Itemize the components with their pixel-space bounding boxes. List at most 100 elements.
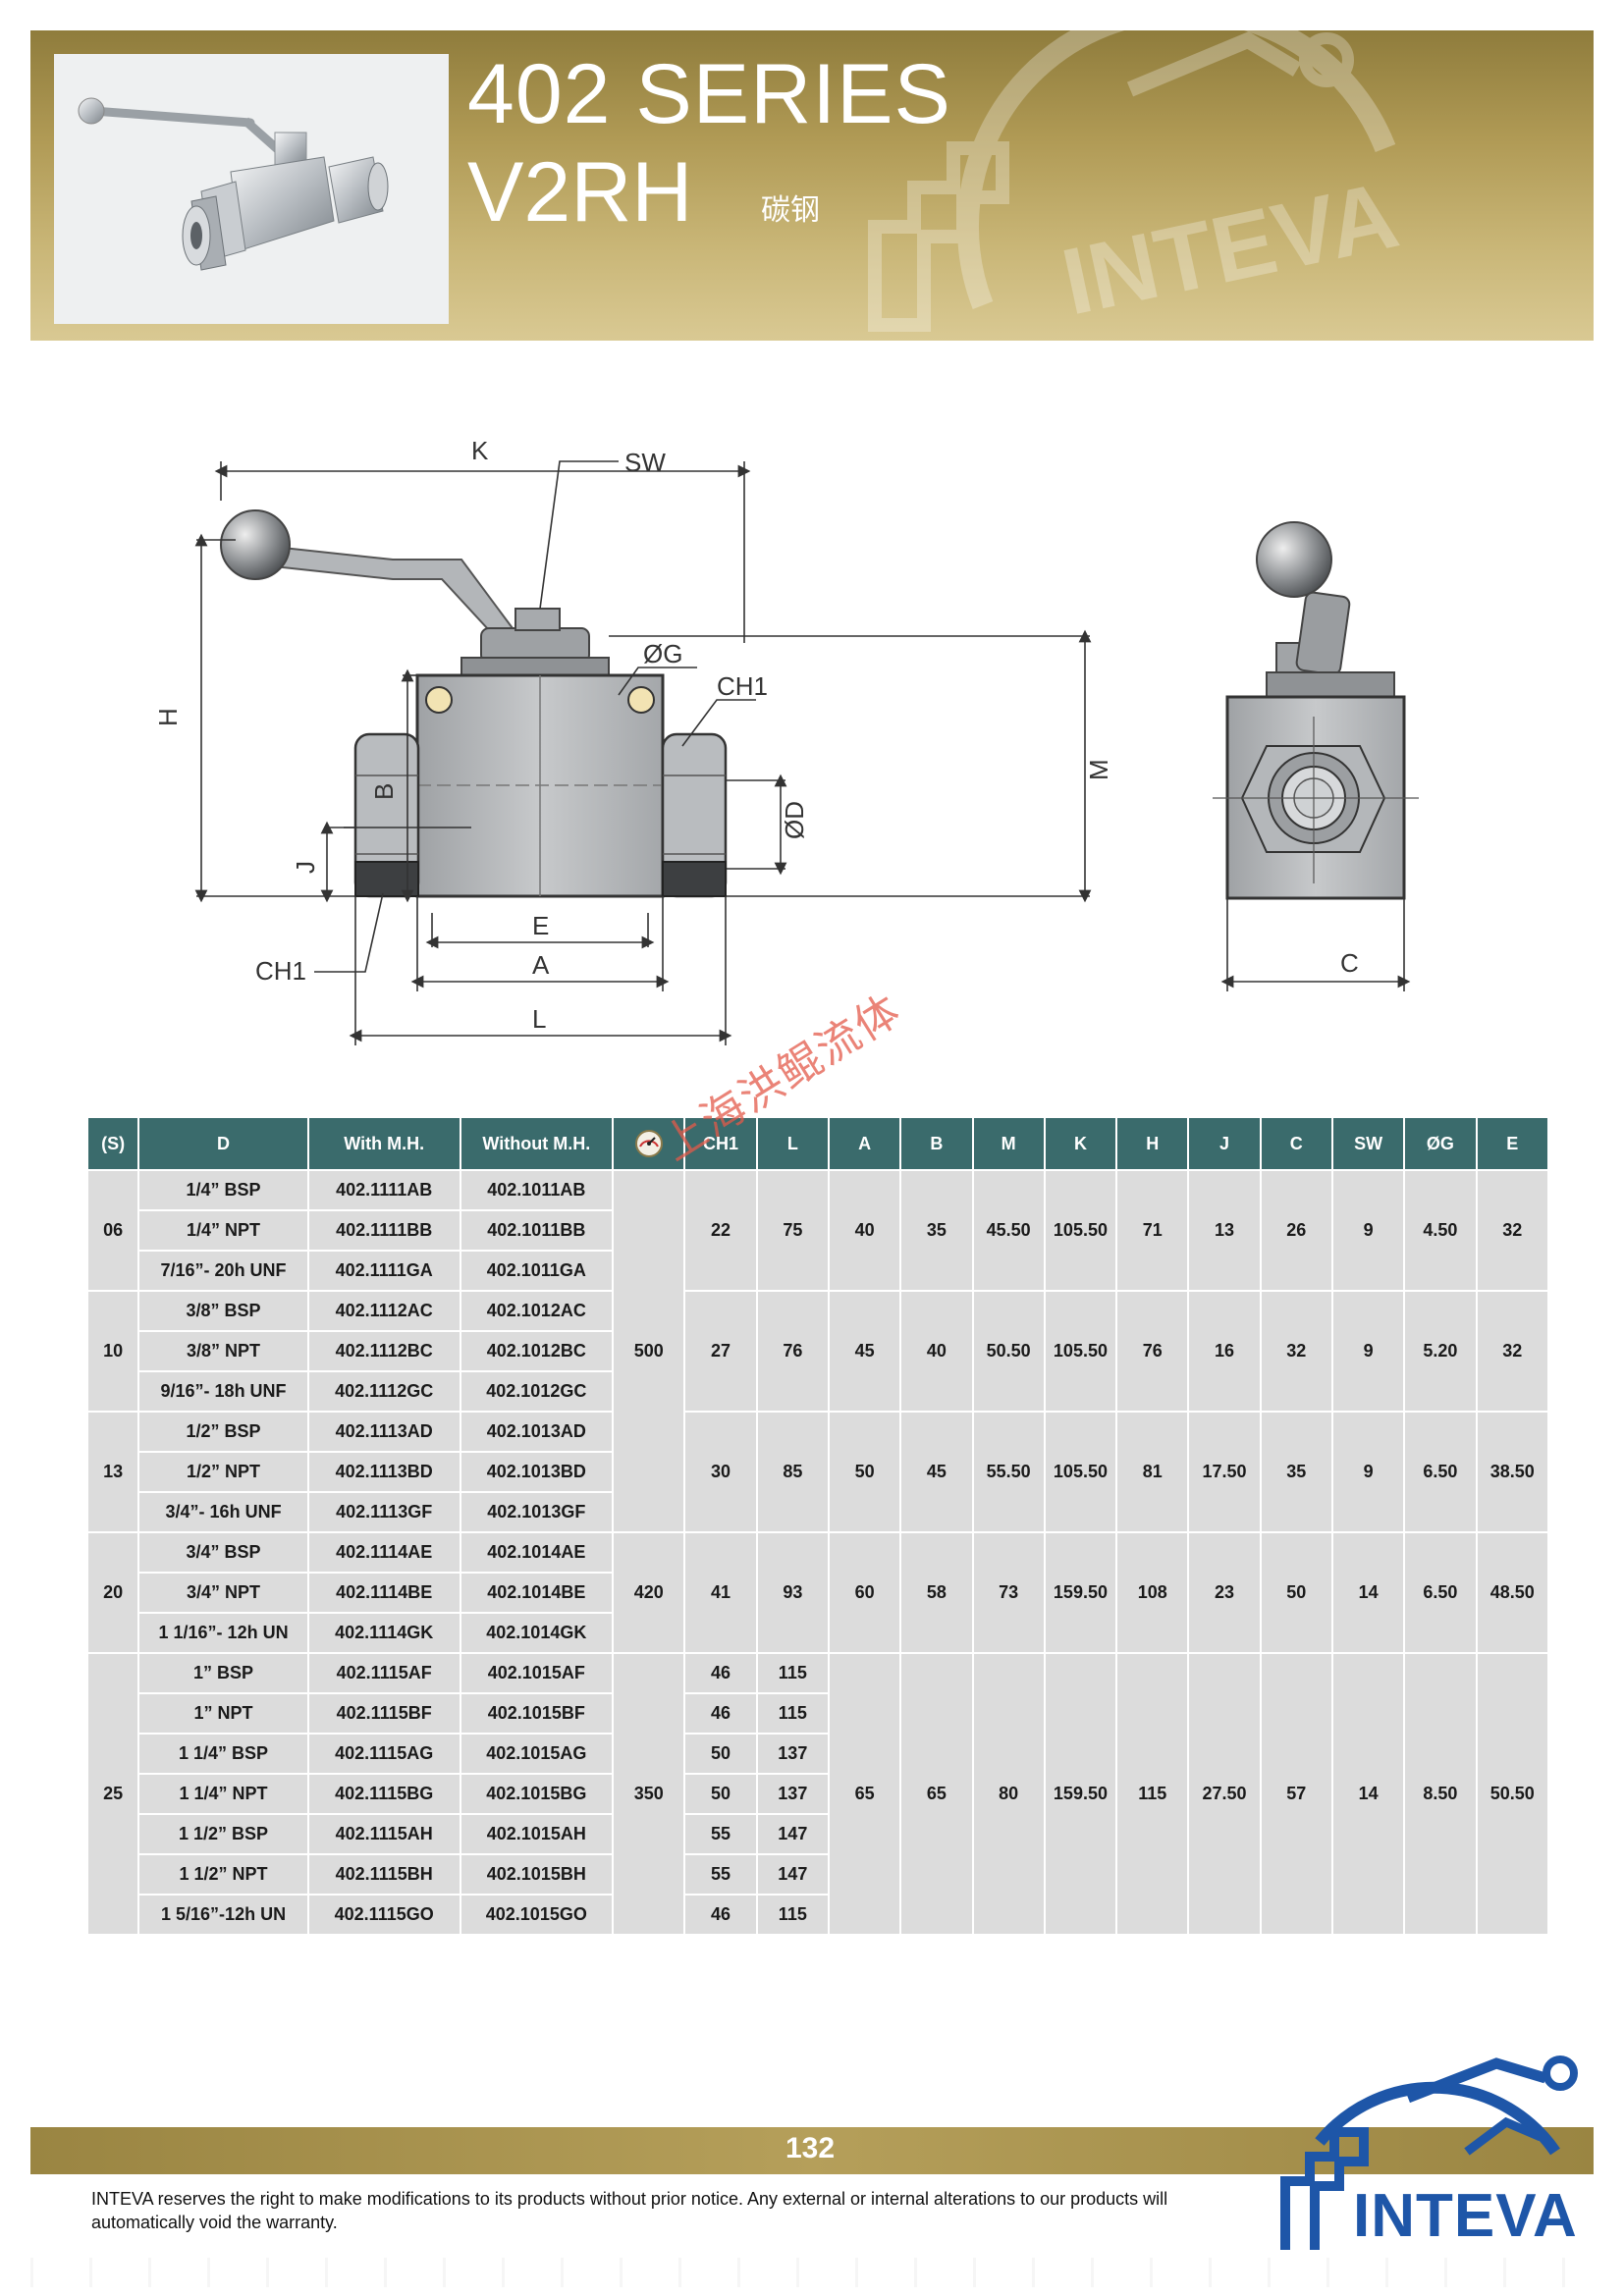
series-title: 402 SERIES [467, 47, 951, 141]
ch1-cell: 46 [683, 1894, 758, 1936]
front-view [1213, 521, 1419, 991]
j-cell: 16 [1187, 1290, 1262, 1413]
header-cell: A [827, 1116, 902, 1171]
size-cell: 10 [85, 1290, 140, 1413]
ch1-cell: 27 [683, 1290, 758, 1413]
b-cell: 40 [899, 1290, 974, 1413]
size-cell: 13 [85, 1411, 140, 1533]
a-cell: 60 [827, 1531, 902, 1654]
pressure-gauge-icon [634, 1130, 663, 1157]
code-without-handle-cell: 402.1014GK [459, 1612, 615, 1654]
code-without-handle-cell: 402.1012AC [459, 1290, 615, 1332]
code-without-handle-cell: 402.1014AE [459, 1531, 615, 1574]
dim-label-sw: SW [624, 448, 666, 477]
thread-cell: 1 1/16”- 12h UN [137, 1612, 309, 1654]
code-with-handle-cell: 402.1113GF [306, 1491, 461, 1533]
thread-cell: 1 1/2” BSP [137, 1813, 309, 1855]
code-without-handle-cell: 402.1012GC [459, 1370, 615, 1413]
g-cell: 6.50 [1403, 1411, 1478, 1533]
thread-cell: 1/2” NPT [137, 1451, 309, 1493]
header-cell: M [971, 1116, 1046, 1171]
code-with-handle-cell: 402.1112AC [306, 1290, 461, 1332]
code-with-handle-cell: 402.1112BC [306, 1330, 461, 1372]
c-cell: 35 [1259, 1411, 1333, 1533]
sw-cell: 9 [1330, 1411, 1406, 1533]
g-cell: 8.50 [1403, 1652, 1478, 1936]
watermark-text: INTEVA [1054, 162, 1407, 335]
dim-label-ch1-right: CH1 [717, 671, 768, 701]
inteva-logo-icon [1280, 2056, 1578, 2250]
l-cell: 115 [755, 1652, 830, 1694]
m-cell: 80 [971, 1652, 1046, 1936]
k-cell: 105.50 [1043, 1411, 1118, 1533]
size-cell: 20 [85, 1531, 140, 1654]
h-cell: 115 [1115, 1652, 1190, 1936]
ch1-cell: 50 [683, 1773, 758, 1815]
sw-cell: 9 [1330, 1290, 1406, 1413]
ch1-cell: 46 [683, 1652, 758, 1694]
c-cell: 57 [1259, 1652, 1333, 1936]
a-cell: 65 [827, 1652, 902, 1936]
header-cell: CH1 [683, 1116, 758, 1171]
header-cell: (S) [85, 1116, 140, 1171]
side-view [220, 509, 728, 898]
g-cell: 6.50 [1403, 1531, 1478, 1654]
code-with-handle-cell: 402.1111GA [306, 1250, 461, 1292]
code-with-handle-cell: 402.1113BD [306, 1451, 461, 1493]
thread-cell: 1” BSP [137, 1652, 309, 1694]
e-cell: 50.50 [1475, 1652, 1549, 1936]
k-cell: 105.50 [1043, 1290, 1118, 1413]
thread-cell: 1/4” BSP [137, 1169, 309, 1211]
header-cell: Without M.H. [459, 1116, 615, 1171]
g-cell: 5.20 [1403, 1290, 1478, 1413]
dim-label-c: C [1340, 948, 1359, 978]
product-photo [54, 54, 449, 324]
e-cell: 32 [1475, 1290, 1549, 1413]
code-with-handle-cell: 402.1114GK [306, 1612, 461, 1654]
code-with-handle-cell: 402.1114AE [306, 1531, 461, 1574]
l-cell: 76 [755, 1290, 830, 1413]
size-cell: 06 [85, 1169, 140, 1292]
thread-cell: 1 1/4” BSP [137, 1733, 309, 1775]
l-cell: 115 [755, 1894, 830, 1936]
code-with-handle-cell: 402.1115AH [306, 1813, 461, 1855]
bottom-strip [30, 2258, 1594, 2287]
dim-label-g: ØG [643, 639, 682, 668]
code-with-handle-cell: 402.1114BE [306, 1572, 461, 1614]
thread-cell: 1/2” BSP [137, 1411, 309, 1453]
k-cell: 159.50 [1043, 1652, 1118, 1936]
dim-label-d: ØD [780, 801, 809, 839]
l-cell: 85 [755, 1411, 830, 1533]
a-cell: 50 [827, 1411, 902, 1533]
handle-knob [220, 509, 291, 580]
h-cell: 81 [1115, 1411, 1190, 1533]
material-label: 碳钢 [761, 194, 820, 227]
m-cell: 55.50 [971, 1411, 1046, 1533]
header-pressure-gauge-icon [612, 1116, 686, 1171]
pressure-cell: 420 [612, 1531, 686, 1654]
dim-label-h: H [153, 708, 183, 726]
size-cell: 25 [85, 1652, 140, 1936]
b-cell: 58 [899, 1531, 974, 1654]
code-without-handle-cell: 402.1015GO [459, 1894, 615, 1936]
m-cell: 50.50 [971, 1290, 1046, 1413]
pressure-cell: 500 [612, 1169, 686, 1533]
m-cell: 45.50 [971, 1169, 1046, 1292]
code-without-handle-cell: 402.1011AB [459, 1169, 615, 1211]
j-cell: 13 [1187, 1169, 1262, 1292]
dim-label-l: L [532, 1004, 546, 1034]
header-cell: H [1115, 1116, 1190, 1171]
sw-cell: 9 [1330, 1169, 1406, 1292]
page-number: 132 [785, 2132, 836, 2164]
code-without-handle-cell: 402.1014BE [459, 1572, 615, 1614]
